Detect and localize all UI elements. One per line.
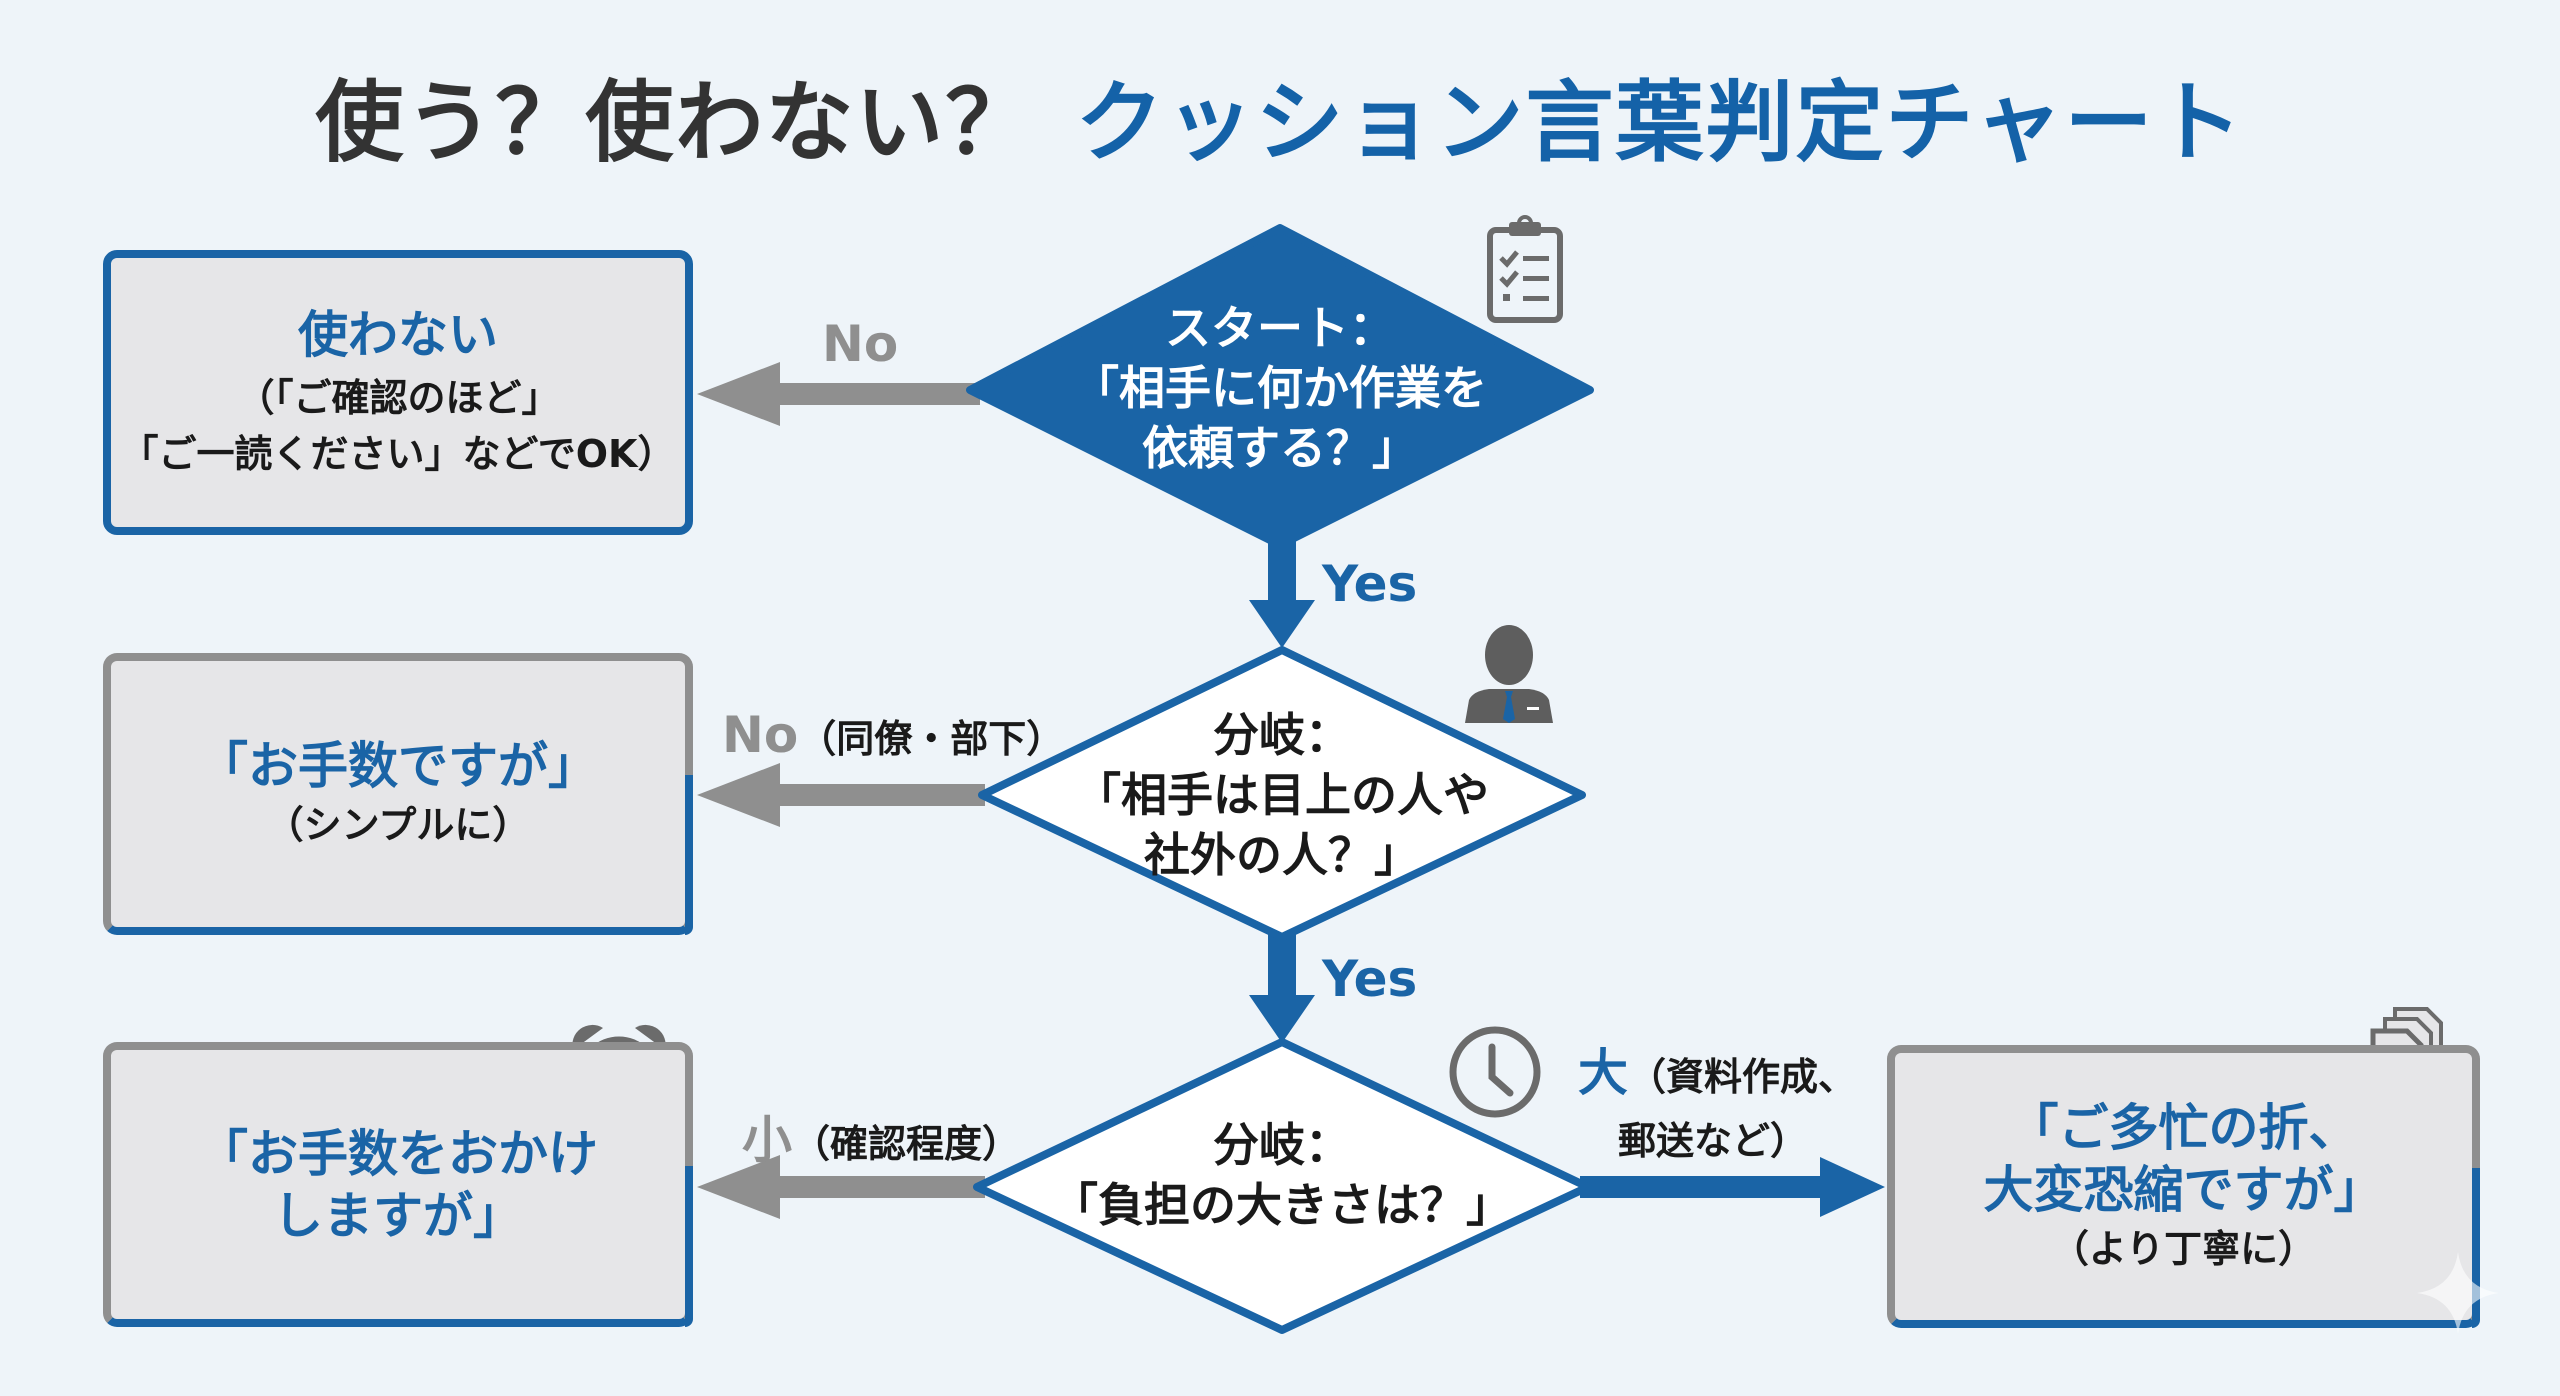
branch1-node-line3: 社外の人？」 [1144, 828, 1420, 882]
start-diamond [966, 224, 1594, 549]
clipboard-checklist-icon [1487, 215, 1563, 323]
sparkle-watermark-icon [2417, 1252, 2499, 1334]
start-node-line2: 「相手に何か作業を [1073, 361, 1487, 415]
start-node-text: スタート： 「相手に何か作業を 依頼する？」 [1073, 298, 1487, 478]
result-small-burden: 「お手数をおかけ しますが」 [103, 1042, 693, 1327]
branch1-node-line2: 「相手は目上の人や [1075, 768, 1489, 822]
start-node-line3: 依頼する？」 [1142, 421, 1418, 475]
edge-branch1-yes-label: Yes [1322, 950, 1417, 1008]
result-colleague-main: 「お手数ですが」 [198, 737, 598, 795]
branch2-node-line1: 分岐： [1213, 1118, 1351, 1172]
arrow-start-no [697, 362, 980, 426]
edge-branch1-no-text: No [722, 706, 799, 764]
branch1-node-line1: 分岐： [1213, 708, 1351, 762]
result-small-burden-main2: しますが」 [273, 1186, 523, 1245]
branch1-node-text: 分岐： 「相手は目上の人や 社外の人？」 [1075, 705, 1489, 885]
result-colleague-sub: （シンプルに） [265, 803, 531, 847]
arrow-branch1-yes [1249, 930, 1315, 1043]
edge-branch2-large-label: 大（資料作成、 郵送など） [1578, 1045, 1856, 1177]
result-small-burden-main1: 「お手数をおかけ [198, 1124, 598, 1183]
result-colleague: 「お手数ですが」 （シンプルに） [103, 653, 693, 935]
result-large-burden-sub: （より丁寧に） [2050, 1226, 2317, 1271]
result-large-burden-main1: 「ご多忙の折、 [2008, 1098, 2359, 1157]
title-main: クッション言葉判定チャート [1075, 71, 2245, 174]
arrow-branch1-no [697, 763, 985, 827]
branch1-diamond [978, 646, 1586, 941]
edge-branch2-small-text: 小 [742, 1111, 792, 1169]
page-title: 使う？使わない？ クッション言葉判定チャート [0, 52, 2560, 179]
edge-start-yes-label: Yes [1322, 555, 1417, 613]
result-large-burden-main2: 大変恐縮ですが」 [1983, 1160, 2384, 1219]
branch2-diamond [973, 1038, 1592, 1334]
edge-branch2-large-detail1: （資料作成、 [1628, 1055, 1857, 1099]
result-no-request: 使わない （「ご確認のほど」 「ご一読ください」などでOK） [103, 250, 693, 535]
clock-icon [1449, 1026, 1541, 1118]
edge-branch2-small-detail: （確認程度） [792, 1122, 1021, 1166]
edge-start-yes-text: Yes [1322, 555, 1418, 613]
arrow-start-yes [1249, 535, 1315, 648]
edge-start-no-text: No [822, 315, 899, 373]
arrow-branch2-large [1580, 1157, 1885, 1217]
businessperson-icon [1465, 625, 1553, 723]
result-no-request-main: 使わない [298, 305, 498, 364]
edge-branch2-large-text: 大 [1578, 1044, 1628, 1102]
branch2-node-text: 分岐： 「負担の大きさは？」 [1052, 1115, 1512, 1235]
edge-start-no-label: No [822, 315, 898, 373]
arrow-branch2-small [697, 1155, 985, 1219]
edge-branch2-small-label: 小（確認程度） [742, 1100, 1020, 1172]
result-no-request-sub1: （「ご確認のほど」 [236, 375, 560, 420]
edge-branch1-no-detail: （同僚・部下） [798, 717, 1065, 761]
result-no-request-sub2: 「ご一読ください」などでOK） [120, 431, 676, 476]
start-node-line1: スタート： [1165, 301, 1395, 355]
title-question: 使う？使わない？ [315, 71, 1036, 174]
edge-branch1-no-label: No（同僚・部下） [722, 706, 1064, 764]
result-large-burden: 「ご多忙の折、 大変恐縮ですが」 （より丁寧に） [1887, 1045, 2480, 1328]
edge-branch2-large-detail2: 郵送など） [1618, 1119, 1809, 1163]
edge-branch1-yes-text: Yes [1322, 950, 1418, 1008]
branch2-node-line2: 「負担の大きさは？」 [1052, 1178, 1512, 1232]
